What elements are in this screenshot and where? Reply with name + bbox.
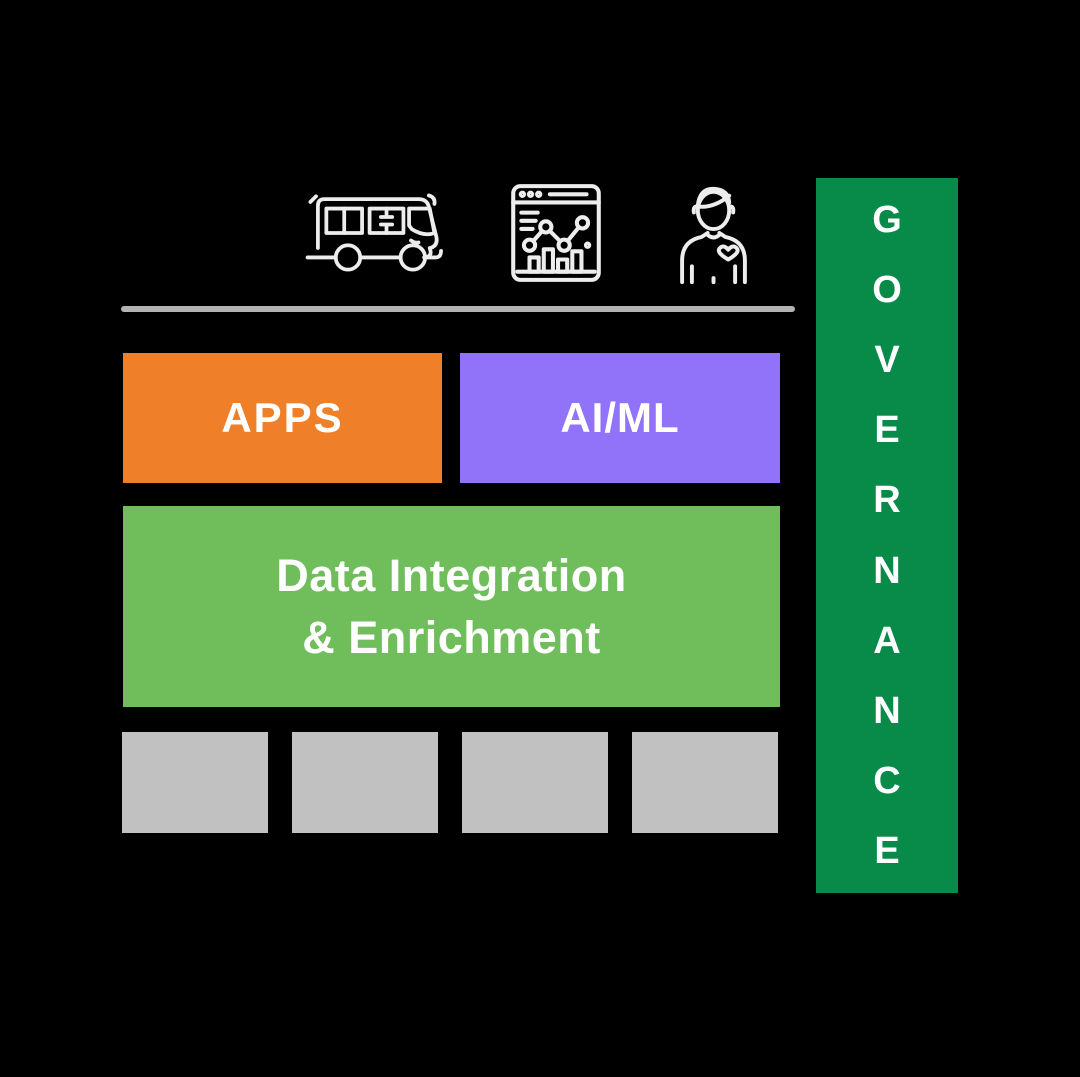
governance-letter: E bbox=[874, 409, 900, 452]
bus-icon-art bbox=[305, 193, 443, 272]
analytics-dashboard-icon bbox=[504, 178, 608, 288]
data-source-box bbox=[632, 732, 778, 833]
data-integration-label-line1: Data Integration bbox=[276, 549, 627, 601]
icons-divider-line bbox=[121, 306, 795, 312]
governance-letter: C bbox=[873, 759, 901, 802]
bus-icon bbox=[303, 186, 455, 280]
analytics-dashboard-icon-art bbox=[511, 184, 601, 282]
data-integration-label-line2: & Enrichment bbox=[302, 611, 601, 663]
person-icon-art bbox=[680, 186, 747, 285]
governance-letter: V bbox=[874, 339, 900, 382]
governance-letter: G bbox=[872, 199, 902, 241]
governance-letter: E bbox=[874, 829, 900, 872]
apps-layer-box: APPS bbox=[123, 353, 442, 483]
person-icon bbox=[666, 180, 762, 286]
data-source-box bbox=[292, 732, 438, 833]
governance-letter: A bbox=[873, 619, 901, 662]
governance-letter: N bbox=[873, 549, 901, 592]
aiml-layer-box: AI/ML bbox=[460, 353, 780, 483]
governance-letter: O bbox=[872, 269, 902, 312]
apps-layer-label: APPS bbox=[221, 394, 344, 441]
data-integration-layer-box: Data Integration & Enrichment bbox=[123, 506, 780, 707]
governance-letter: R bbox=[873, 479, 901, 522]
governance-bar: G O V E R N A N C E bbox=[816, 178, 958, 893]
governance-letter: N bbox=[873, 689, 901, 732]
data-sources-row bbox=[122, 732, 778, 833]
aiml-layer-label: AI/ML bbox=[560, 394, 680, 441]
data-source-box bbox=[122, 732, 268, 833]
data-source-box bbox=[462, 732, 608, 833]
